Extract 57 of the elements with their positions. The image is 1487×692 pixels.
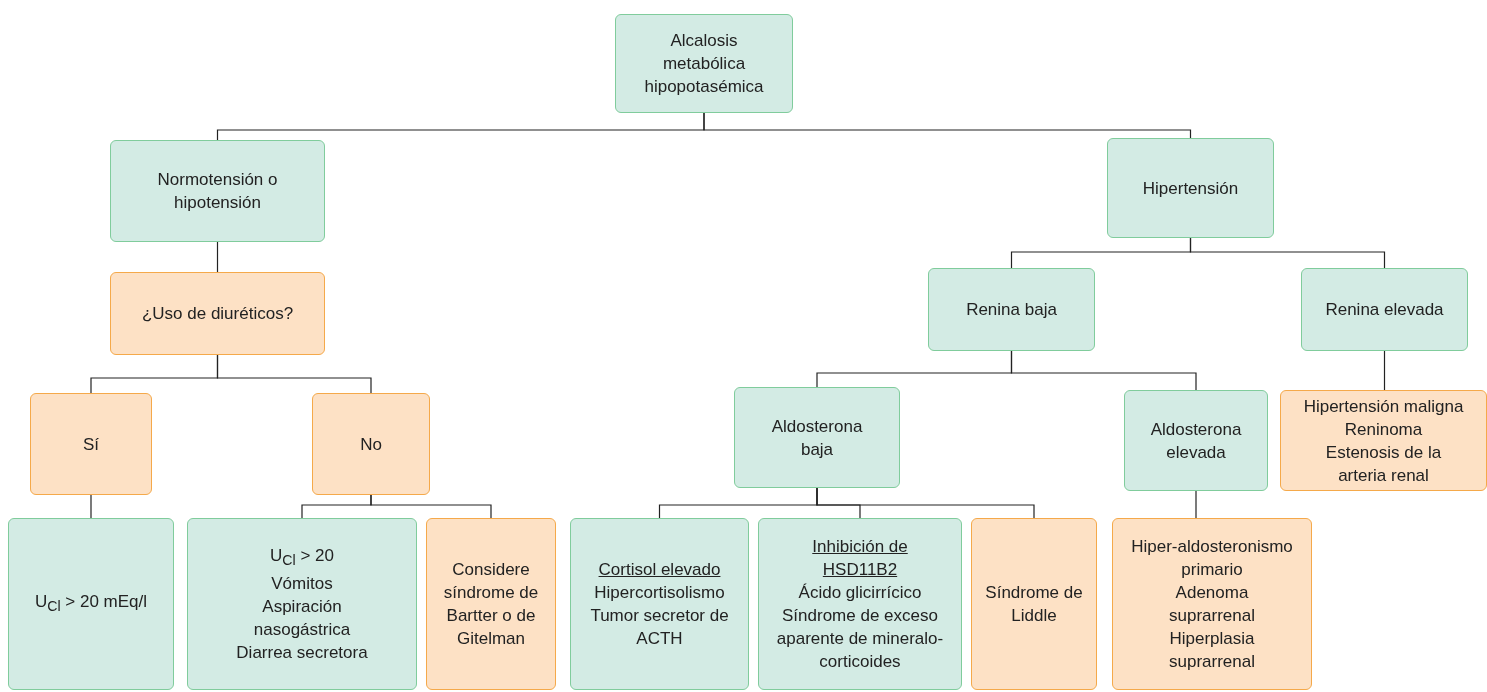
process-box	[110, 140, 325, 242]
box-text: Renina baja	[966, 299, 1057, 321]
connector-line	[1189, 237, 1386, 269]
connector-line	[816, 487, 1035, 519]
process-box	[187, 518, 417, 690]
box-text: Reninoma	[1344, 418, 1423, 441]
box-text: U$_{Cl}$ > 20	[270, 544, 334, 571]
connector-line	[703, 112, 1192, 139]
box-text: Síndrome de Liddle	[984, 582, 1084, 627]
box-text: Renina elevada	[1325, 299, 1444, 321]
box-text: Aldosterona baja	[770, 415, 864, 461]
process-box	[570, 518, 749, 690]
connector-line	[1195, 490, 1197, 519]
process-box	[1124, 390, 1268, 491]
process-box	[928, 268, 1095, 351]
process-box	[615, 14, 793, 113]
box-text: No	[360, 433, 382, 456]
connector-line	[1010, 350, 1197, 391]
highlighted-box	[426, 518, 556, 690]
box-text: Hiperplasia suprarrenal	[1168, 628, 1256, 673]
box-text: Síndrome de exceso aparente de mineralo-corticoides	[775, 605, 945, 673]
connector-line	[216, 241, 219, 273]
box-text: Hipertensión maligna	[1303, 395, 1464, 418]
box-text: Aspiración nasogástrica	[252, 596, 352, 642]
connector-line	[90, 494, 92, 519]
process-box	[1301, 268, 1468, 351]
box-text: Adenoma suprarrenal	[1168, 582, 1256, 627]
connector-line	[370, 494, 492, 519]
box-heading: Inhibición de HSD11B2	[811, 536, 909, 581]
box-text: Vómitos	[271, 573, 333, 596]
box-text: Normotensión o hipotensión	[156, 169, 279, 214]
highlighted-box	[1112, 518, 1312, 690]
process-box	[734, 387, 900, 488]
highlighted-box	[110, 272, 325, 355]
process-box	[758, 518, 962, 690]
highlighted-box	[971, 518, 1097, 690]
box-text: ¿Uso de diuréticos?	[141, 303, 294, 325]
box-text: Hipercortisolismo	[594, 582, 725, 604]
box-text: Estenosis de la arteria renal	[1324, 441, 1443, 487]
box-text: Tumor secretor de ACTH	[589, 605, 730, 650]
box-text: Considere síndrome de Bartter o de Gitelman	[442, 559, 540, 650]
box-text: Alcalosis metabólica hipopotasémica	[643, 30, 765, 98]
box-text: U$_{Cl}$ > 20 mEq/l	[34, 590, 148, 617]
box-text: Ácido glicirrícico	[798, 582, 922, 604]
connector-line	[216, 354, 372, 394]
highlighted-box	[30, 393, 152, 495]
connector-line	[1383, 350, 1386, 391]
box-heading: Cortisol elevado	[598, 559, 721, 581]
box-text: Diarrea secretora	[236, 642, 368, 665]
box-text: Sí	[82, 433, 100, 456]
box-text: Hipertensión	[1142, 177, 1239, 200]
process-box	[8, 518, 174, 690]
highlighted-box	[312, 393, 430, 495]
highlighted-box	[1280, 390, 1487, 491]
process-box	[1107, 138, 1274, 238]
box-text: Aldosterona elevada	[1149, 418, 1243, 464]
box-text: Hiper-aldosteronismo primario	[1130, 536, 1294, 581]
